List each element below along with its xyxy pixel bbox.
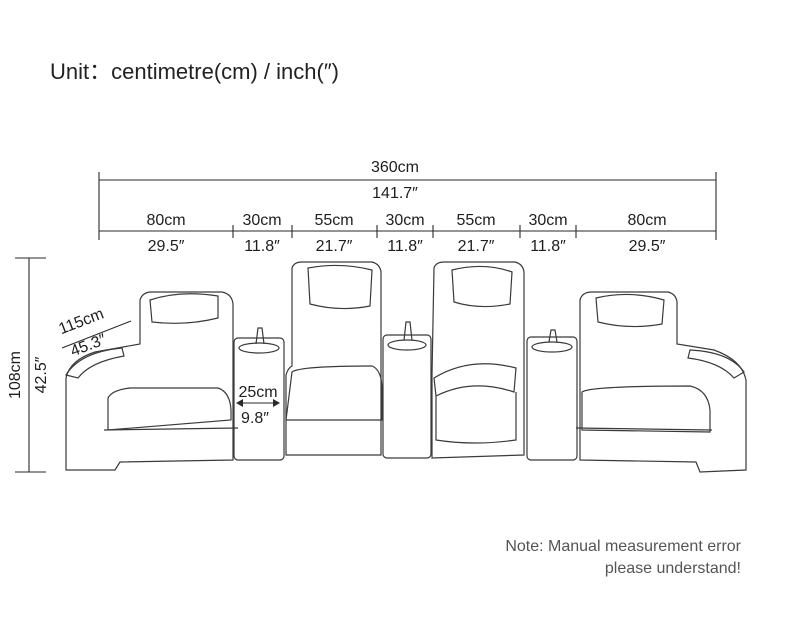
height-cm: 108cm	[7, 351, 24, 399]
console-center-cupholder	[403, 321, 413, 341]
middle-seat-1	[285, 261, 382, 456]
segment-cm: 80cm	[627, 212, 666, 229]
segment-inch: 11.8″	[387, 238, 423, 255]
left-recliner	[65, 291, 234, 471]
depth-line	[61, 320, 132, 349]
console-right-top	[531, 341, 573, 353]
middle-seat-2-blanket	[433, 363, 517, 397]
console-left-cupholder	[255, 327, 265, 345]
middle-seat-1-cushion	[285, 365, 383, 421]
segment-inch: 29.5″	[148, 238, 185, 255]
left-recliner-headrest	[149, 293, 219, 324]
segment-inch: 21.7″	[458, 238, 495, 255]
segment-inch: 11.8″	[530, 238, 566, 255]
overall-width-inch: 141.7″	[372, 185, 418, 202]
left-armrest	[65, 347, 125, 379]
right-recliner	[579, 291, 747, 473]
right-footrest-line	[575, 427, 713, 431]
segment-cm: 30cm	[528, 212, 567, 229]
segment-cm: 80cm	[146, 212, 185, 229]
unit-label: Unit：centimetre(cm) / inch(″)	[50, 59, 339, 84]
segment-inch: 29.5″	[629, 238, 666, 255]
armrest-arrow-left	[236, 399, 243, 407]
segment-cm: 55cm	[314, 212, 353, 229]
height-inch: 42.5″	[33, 356, 50, 393]
segment-cm: 55cm	[456, 212, 495, 229]
console-left	[233, 337, 285, 461]
middle-seat-2	[431, 261, 525, 459]
console-center	[382, 334, 432, 459]
segment-cm: 30cm	[242, 212, 281, 229]
right-armrest	[687, 349, 745, 379]
right-recliner-seat	[581, 385, 711, 433]
right-recliner-headrest	[595, 293, 665, 328]
note-line-1: Note: Manual measurement error	[505, 538, 741, 555]
segment-inch: 11.8″	[244, 238, 280, 255]
segment-inch: 21.7″	[316, 238, 353, 255]
note-line-2: please understand!	[605, 560, 741, 577]
middle-seat-2-headrest	[451, 265, 513, 308]
armrest-cm: 25cm	[238, 384, 277, 401]
armrest-inch: 9.8″	[241, 410, 269, 427]
console-right-cupholder	[548, 329, 558, 343]
armrest-arrow-right	[273, 399, 280, 407]
console-left-top	[238, 342, 280, 354]
sofa-sketch	[65, 261, 747, 473]
overall-width-cm: 360cm	[371, 159, 419, 176]
console-right	[526, 336, 578, 461]
left-recliner-seat	[107, 387, 232, 431]
middle-seat-1-headrest	[307, 264, 373, 310]
segment-cm: 30cm	[385, 212, 424, 229]
console-center-top	[387, 339, 427, 351]
middle-seat-2-footrest	[435, 392, 517, 444]
left-footrest-line	[103, 427, 239, 431]
